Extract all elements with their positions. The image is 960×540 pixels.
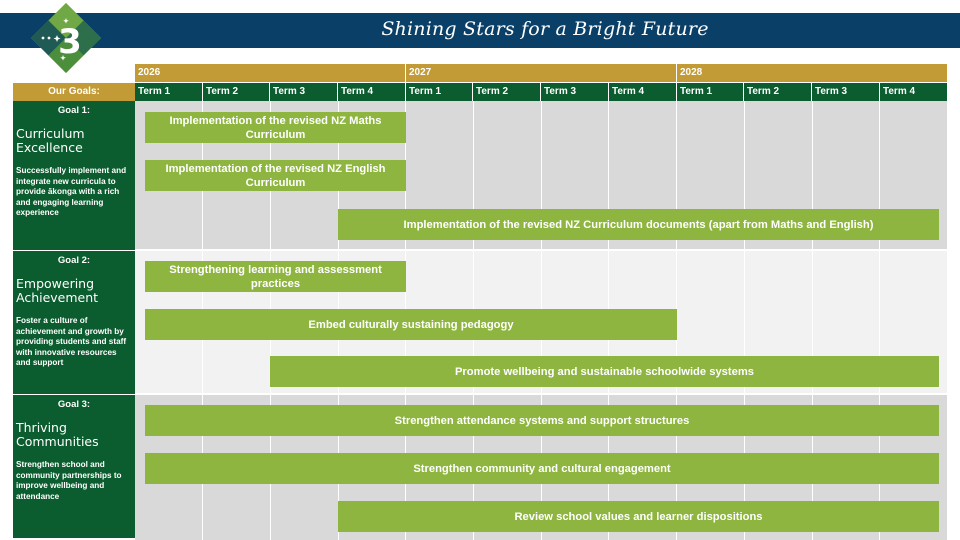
goal-description: Strengthen school and community partners… [16, 460, 122, 501]
term-header: Term 1 [135, 83, 203, 102]
svg-text:3: 3 [58, 22, 82, 62]
goal-number: Goal 3: [57, 399, 91, 410]
term-header: Term 2 [744, 83, 812, 102]
initiative-bar: Strengthening learning and assessment pr… [145, 261, 406, 292]
term-header: Term 1 [406, 83, 473, 102]
goal-number: Goal 1: [57, 105, 91, 116]
page-title: Shining Stars for a Bright Future [381, 18, 709, 40]
initiative-bar: Strengthen community and cultural engage… [145, 453, 939, 484]
term-header: Term 3 [812, 83, 880, 102]
header-banner [0, 13, 960, 48]
term-header: Term 2 [203, 83, 270, 102]
initiative-bar: Implementation of the revised NZ English… [145, 160, 406, 191]
term-header: Term 4 [880, 83, 947, 102]
goal-name: Empowering Achievement [16, 276, 99, 305]
year-header-2028: 2028 [677, 64, 947, 82]
initiative-bar: Promote wellbeing and sustainable school… [270, 356, 939, 387]
term-header: Term 1 [677, 83, 744, 102]
initiative-bar: Implementation of the revised NZ Maths C… [145, 112, 406, 143]
initiative-bar: Review school values and learner disposi… [338, 501, 939, 532]
goal-number: Goal 2: [57, 255, 91, 266]
year-header-2027: 2027 [406, 64, 677, 82]
term-header: Term 4 [609, 83, 677, 102]
year-header-2026: 2026 [135, 64, 406, 82]
initiative-bar: Implementation of the revised NZ Curricu… [338, 209, 939, 240]
goal-description: Successfully implement and integrate new… [16, 166, 127, 217]
term-header: Term 4 [338, 83, 406, 102]
term-header: Term 2 [473, 83, 541, 102]
our-goals-header: Our Goals: [13, 83, 135, 101]
goal-2-cell: Goal 2: Empowering Achievement Foster a … [13, 251, 135, 395]
term-header: Term 3 [541, 83, 609, 102]
goal-3-cell: Goal 3: Thriving Communities Strengthen … [13, 395, 135, 538]
goal-1-cell: Goal 1: Curriculum Excellence Successful… [13, 101, 135, 251]
goal-name: Curriculum Excellence [16, 126, 85, 155]
school-star-diamond-logo-icon: 3 [31, 3, 101, 73]
goal-description: Foster a culture of achievement and grow… [16, 316, 127, 367]
term-header: Term 3 [270, 83, 338, 102]
initiative-bar: Embed culturally sustaining pedagogy [145, 309, 677, 340]
initiative-bar: Strengthen attendance systems and suppor… [145, 405, 939, 436]
goal-name: Thriving Communities [16, 420, 99, 449]
